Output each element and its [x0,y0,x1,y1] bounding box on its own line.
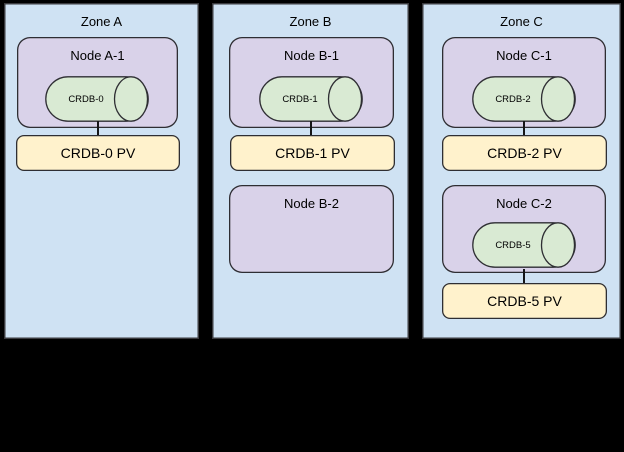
node-a-1-title: Node A-1 [70,48,125,63]
connector-crdb1-to-pv [310,121,312,136]
node-b-2-title: Node B-2 [284,196,339,211]
node-a-1: Node A-1 CRDB-0 [17,37,178,128]
node-c-1: Node C-1 CRDB-2 [442,37,606,128]
database-cylinder-icon [472,222,576,268]
node-b-1-title: Node B-1 [284,48,339,63]
node-c-1-title: Node C-1 [496,48,552,63]
pv-crdb-2-label: CRDB-2 PV [487,145,562,161]
database-cylinder-icon [45,76,149,122]
pod-crdb-1-label: CRDB-1 [282,93,318,105]
pv-crdb-0: CRDB-0 PV [16,135,180,171]
zone-b-title: Zone B [289,14,332,29]
database-cylinder-icon [259,76,363,122]
node-c-2: Node C-2 CRDB-5 [442,185,606,273]
pod-crdb-0-label: CRDB-0 [68,93,104,105]
connector-crdb0-to-pv [97,121,99,136]
pv-crdb-1-label: CRDB-1 PV [275,145,350,161]
pod-crdb-2: CRDB-2 [472,76,576,122]
pod-crdb-5: CRDB-5 [472,222,576,268]
database-cylinder-icon [472,76,576,122]
connector-crdb5-to-pv [523,269,525,285]
node-b-2: Node B-2 [229,185,394,273]
pod-crdb-2-label: CRDB-2 [495,93,531,105]
pod-crdb-0: CRDB-0 [45,76,149,122]
zone-b-panel: Zone B Node B-1 CRDB-1 CRDB-1 PV Node B-… [212,3,409,339]
zone-a-title: Zone A [80,14,123,29]
node-c-2-title: Node C-2 [496,196,552,211]
pod-crdb-1: CRDB-1 [259,76,363,122]
node-b-1: Node B-1 CRDB-1 [229,37,394,128]
pv-crdb-5-label: CRDB-5 PV [487,293,562,309]
pv-crdb-0-label: CRDB-0 PV [60,145,136,161]
pv-crdb-1: CRDB-1 PV [230,135,395,171]
zone-c-panel: Zone C Node C-1 CRDB-2 CRDB-2 PV Node C-… [422,3,621,339]
pv-crdb-5: CRDB-5 PV [442,283,607,319]
pv-crdb-2: CRDB-2 PV [442,135,607,171]
zone-c-title: Zone C [500,14,543,29]
pod-crdb-5-label: CRDB-5 [495,239,531,251]
connector-crdb2-to-pv [523,121,525,136]
zone-a-panel: Zone A Node A-1 CRDB-0 CRDB-0 PV [4,3,199,339]
